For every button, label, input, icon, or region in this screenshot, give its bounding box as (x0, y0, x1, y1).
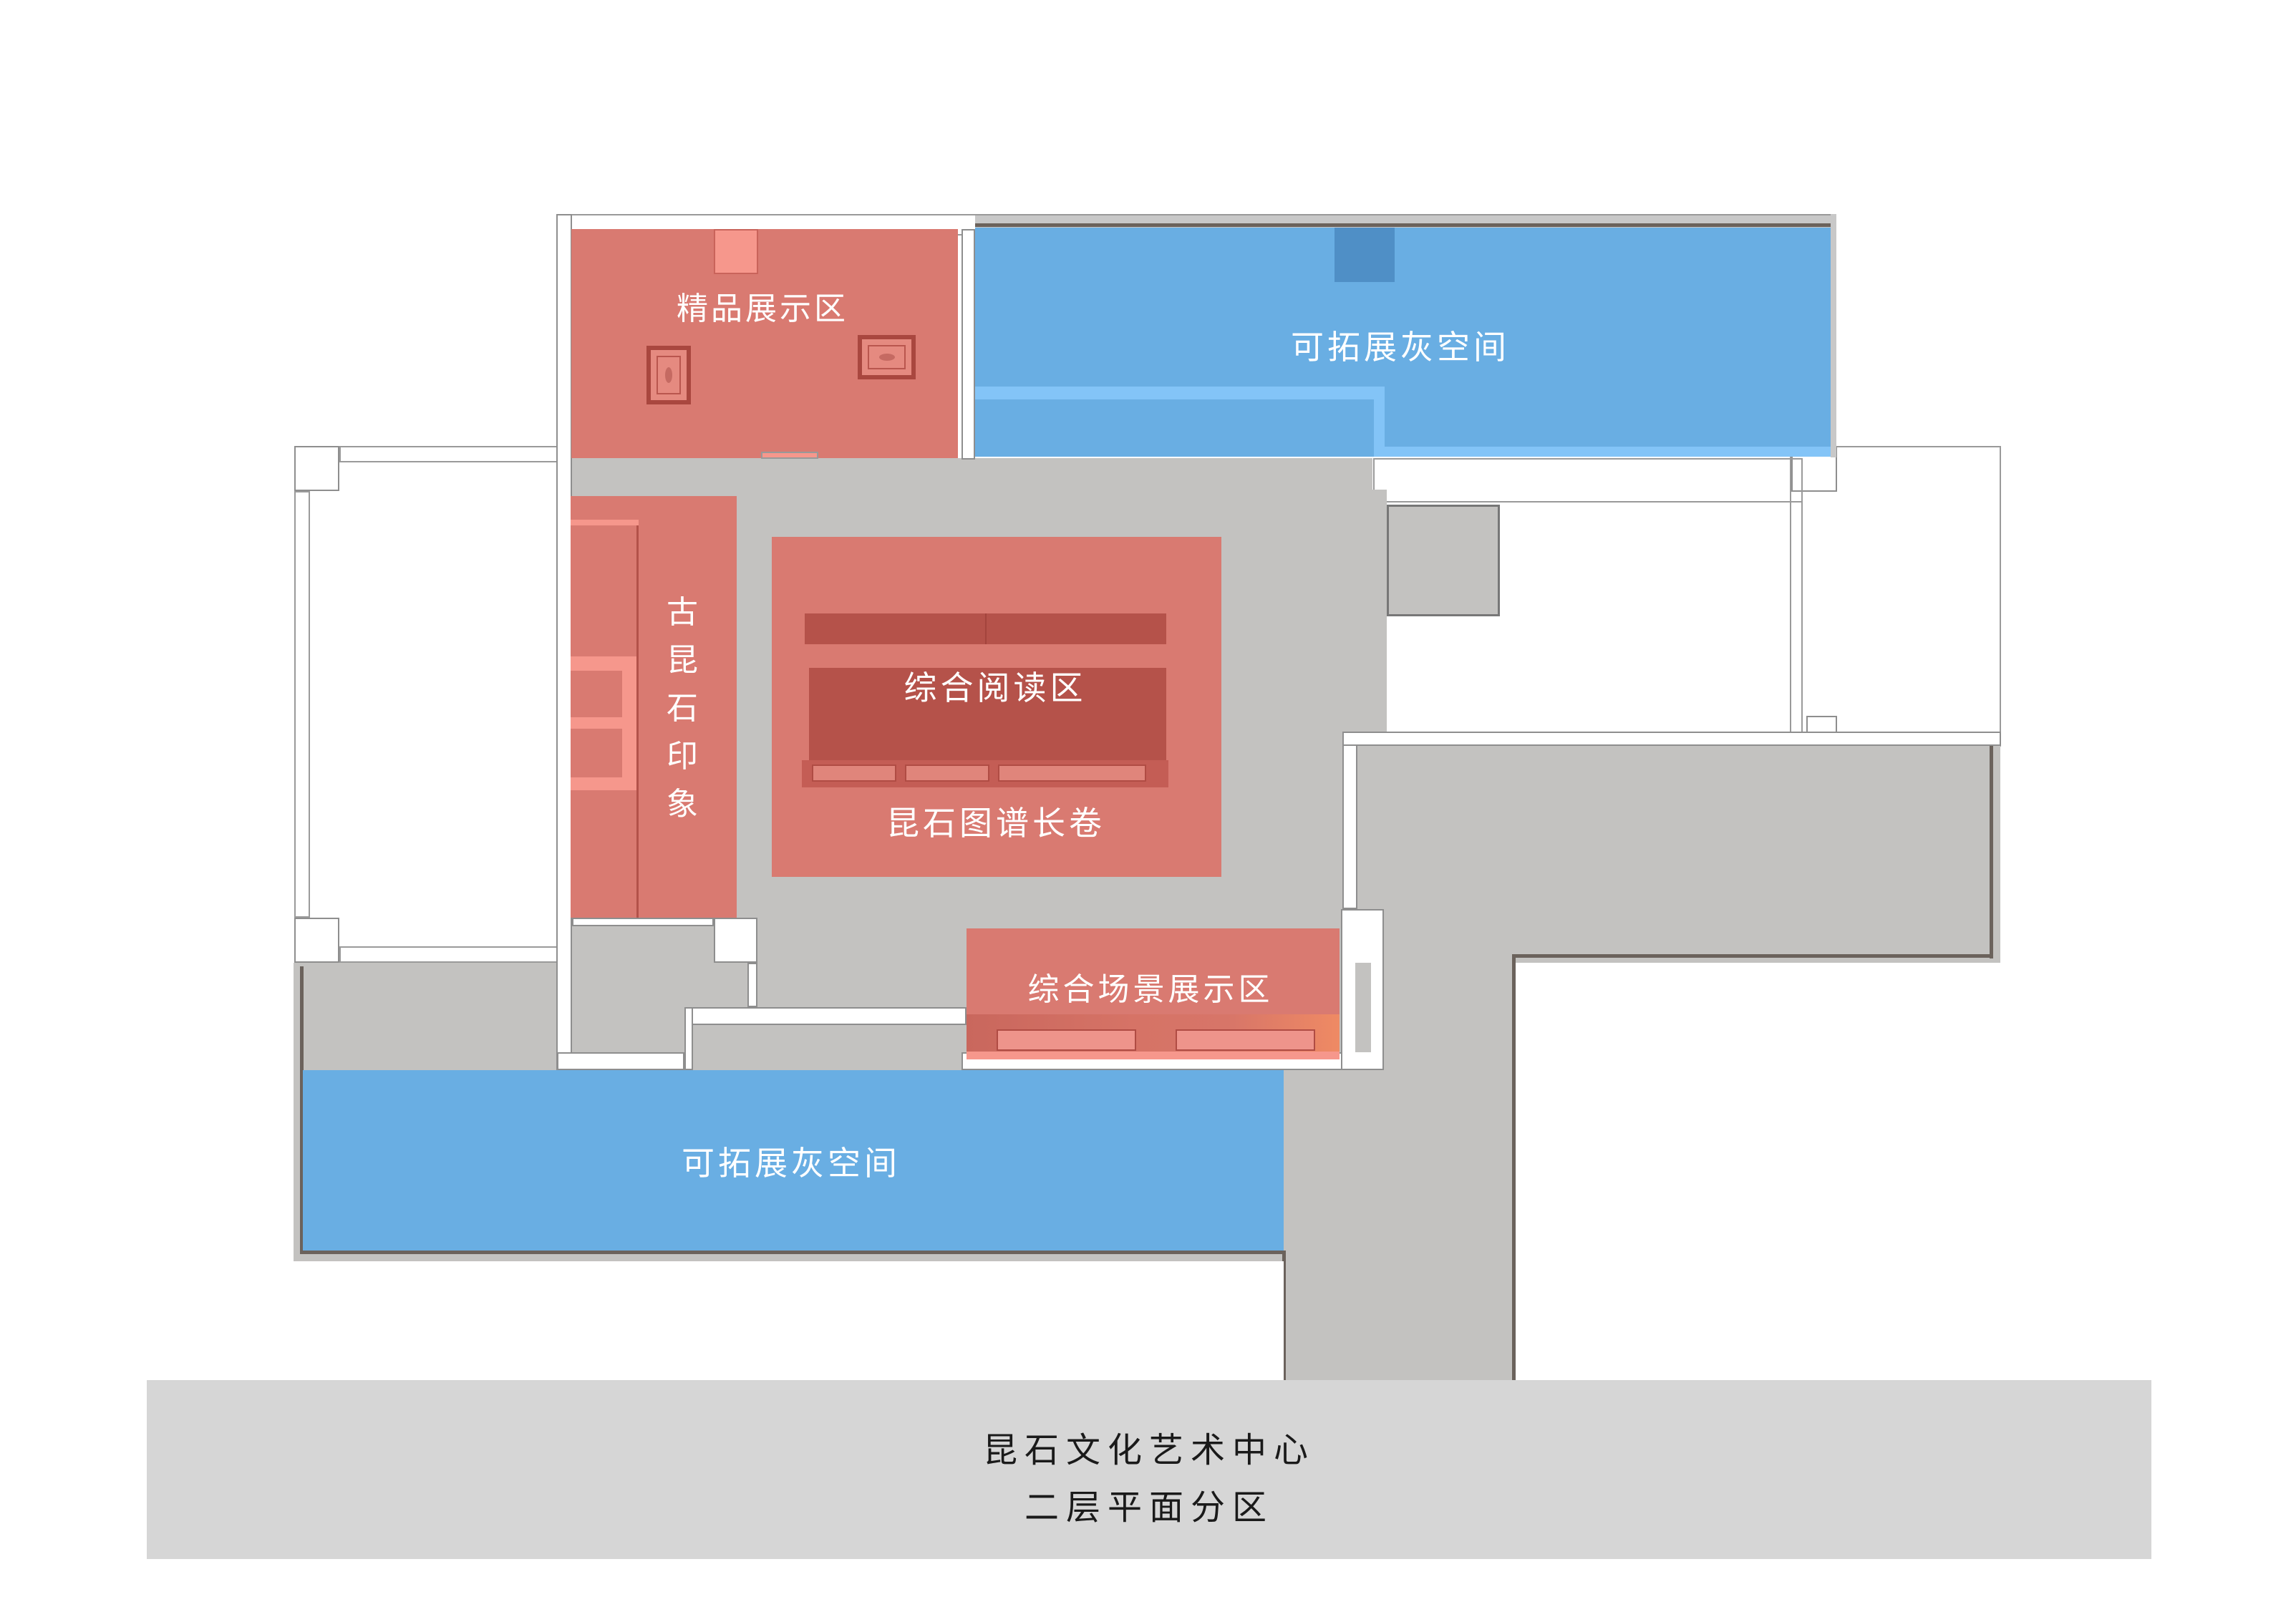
left-balcony-rail-top (339, 446, 558, 462)
door-threshold (761, 452, 818, 459)
scroll-segment-2 (905, 764, 989, 782)
wall-east-short (1342, 732, 1357, 909)
bookshelf-divider (985, 613, 987, 644)
niche-1 (571, 656, 622, 671)
zone-expandable-top[interactable] (975, 228, 1831, 457)
stone-icon (879, 354, 895, 361)
central-circulation-ext (1217, 490, 1387, 732)
wall-lower-partition-stub (684, 1007, 693, 1070)
southwest-void (294, 1261, 1284, 1380)
left-balcony-rail-left (294, 491, 310, 918)
display-case-left (646, 346, 691, 404)
inner-band-vertical (1374, 387, 1385, 457)
label-reading-area: 综合阅读区 (904, 669, 1087, 707)
east-terrace (1357, 746, 2000, 963)
scene-display-1 (997, 1029, 1136, 1051)
column-service (714, 918, 757, 963)
inner-band-bottom (1385, 447, 1831, 457)
niche-2 (571, 717, 622, 729)
label-premium-exhibition: 精品展示区 (677, 291, 848, 327)
skylight (1335, 228, 1395, 282)
label-expandable-top: 可拓展灰空间 (1291, 328, 1510, 366)
plan-subtitle: 二层平面分区 (1024, 1487, 1274, 1528)
wall-service-top (572, 918, 714, 926)
southwest-rail-left (300, 966, 304, 1253)
niche-3 (571, 777, 622, 790)
right-wing-rail-top (1373, 458, 1803, 503)
label-ancient-stone-impression: 古 昆 石 印 象 (667, 594, 698, 822)
scene-front-edge (967, 1052, 1340, 1059)
scroll-display-base (802, 760, 1168, 787)
zone-scene-exhibition[interactable] (967, 928, 1340, 1059)
corridor-rail-right (1512, 954, 1516, 1380)
wall-shelf (571, 520, 639, 918)
shelf-top (571, 520, 639, 525)
pedestal (714, 229, 758, 274)
wall-service-bottom (557, 1052, 684, 1070)
side-alcove (1387, 505, 1500, 616)
plan-title: 昆石文化艺术中心 (982, 1430, 1316, 1470)
zone-premium-exhibition[interactable] (571, 229, 958, 459)
zone-ancient-stone-impression[interactable] (571, 496, 737, 918)
zone-reading-and-scroll[interactable] (772, 537, 1221, 877)
label-stone-scroll: 昆石图谱长卷 (886, 804, 1105, 843)
left-balcony-column-bottom (294, 918, 339, 963)
southwest-rail-bottom (300, 1251, 1286, 1254)
scroll-segment-1 (812, 764, 896, 782)
title-band: 昆石文化艺术中心 二层平面分区 (147, 1380, 2151, 1559)
scene-service-strip (1355, 963, 1371, 1052)
wall-mid-premium (961, 229, 975, 460)
top-rail (975, 223, 1831, 227)
wall-east-terrace-top (1342, 732, 2001, 746)
display-case-right (858, 335, 916, 379)
stone-icon (665, 367, 672, 383)
east-terrace-rail-right (1990, 746, 1993, 958)
east-terrace-rail-bottom (1512, 954, 1993, 958)
outer-wall-right (1831, 214, 1836, 457)
wall-service-right (747, 963, 757, 1007)
service-room-left (572, 926, 684, 1052)
zone-expandable-bottom[interactable] (303, 1070, 1284, 1251)
left-balcony-column-top (294, 446, 339, 491)
inner-band-horizontal (975, 387, 1385, 399)
corridor-rail-left (1282, 1251, 1286, 1380)
wall-lower-partition (684, 1007, 967, 1025)
label-scene-exhibition: 综合场景展示区 (1027, 971, 1274, 1008)
scene-display-2 (1176, 1029, 1315, 1051)
left-balcony-rail-bottom (339, 946, 558, 963)
niche-post (622, 656, 636, 790)
left-balcony-outline (294, 446, 559, 963)
scroll-segment-3 (998, 764, 1146, 782)
wall-left-main (556, 214, 572, 1070)
label-expandable-bottom: 可拓展灰空间 (682, 1144, 901, 1183)
